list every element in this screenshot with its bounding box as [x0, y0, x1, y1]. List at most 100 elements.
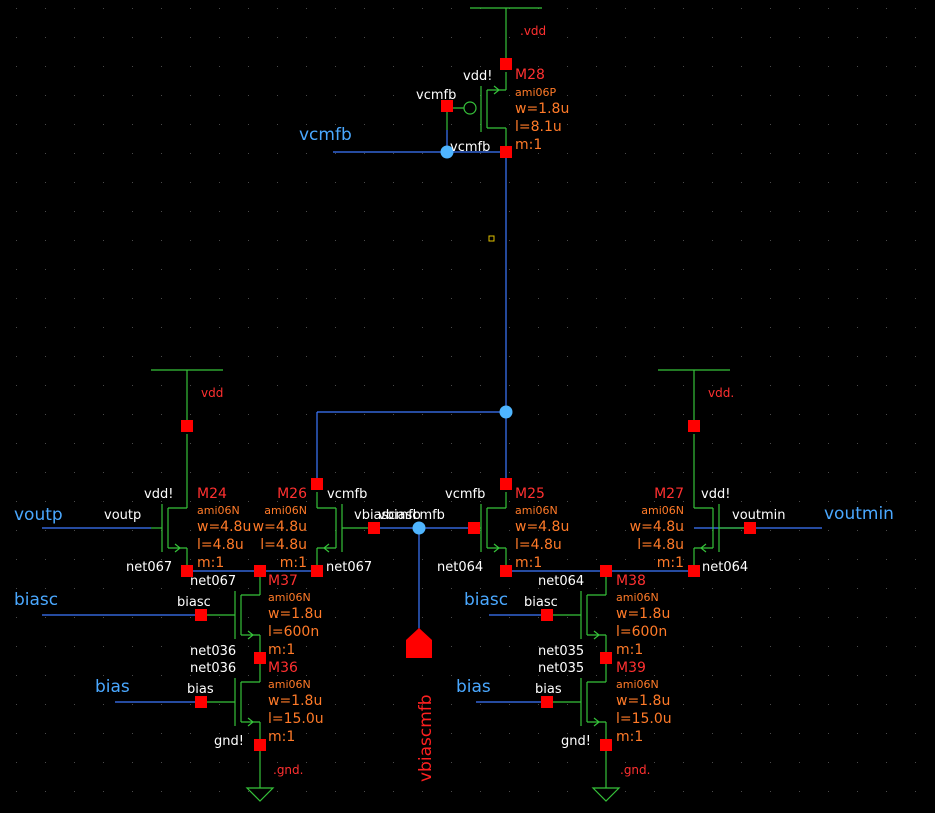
- gnd-label-left: .gnd.: [273, 763, 303, 777]
- svg-text:M26: M26: [277, 486, 307, 502]
- svg-text:m:1: m:1: [268, 642, 295, 658]
- svg-text:M38: M38: [616, 573, 646, 589]
- pin-label-vcmfb[interactable]: vcmfb: [299, 125, 352, 145]
- net-m24-g: voutp: [104, 508, 141, 523]
- vdd-symbol-right: [658, 369, 730, 426]
- pin-label-bias-left[interactable]: bias: [95, 677, 130, 697]
- terminal-m26-d: [311, 565, 323, 577]
- instance-label-m39: M39 ami06N w=1.8u l=15.0u m:1: [616, 660, 672, 745]
- svg-text:M37: M37: [268, 573, 298, 589]
- gnd-symbol-right: [591, 745, 621, 802]
- net-m25-d: net064: [437, 560, 483, 575]
- instance-label-m37: M37 ami06N w=1.8u l=600n m:1: [268, 573, 322, 658]
- transistor-m39[interactable]: [553, 664, 607, 739]
- instance-label-m26: M26 ami06N w=4.8u l=4.8u m:1: [253, 486, 307, 571]
- net-m36-g: bias: [187, 682, 214, 697]
- pin-label-bias-right[interactable]: bias: [456, 677, 491, 697]
- svg-text:ami06N: ami06N: [268, 591, 311, 604]
- svg-text:w=4.8u: w=4.8u: [253, 519, 307, 535]
- junction-tail: [499, 405, 513, 419]
- svg-text:w=4.8u: w=4.8u: [197, 519, 251, 535]
- vdd-symbol-left: [151, 369, 223, 426]
- terminal-m27-g: [744, 522, 756, 534]
- net-m39-s: gnd!: [561, 734, 591, 749]
- svg-text:M36: M36: [268, 660, 298, 676]
- origin-marker: [488, 235, 495, 242]
- transistor-m37[interactable]: [207, 577, 261, 652]
- pin-label-biasc-left[interactable]: biasc: [14, 590, 58, 610]
- instance-label-m25: M25 ami06N w=4.8u l=4.8u m:1: [515, 486, 569, 571]
- pin-label-voutmin[interactable]: voutmin: [824, 504, 894, 524]
- svg-text:l=15.0u: l=15.0u: [616, 711, 672, 727]
- transistor-m38[interactable]: [553, 577, 607, 652]
- net-m26-g: vbiascmfb: [354, 508, 421, 523]
- net-m26-d: net067: [326, 560, 372, 575]
- svg-text:l=4.8u: l=4.8u: [515, 537, 562, 553]
- terminal-m24-s: [181, 420, 193, 432]
- svg-text:m:1: m:1: [515, 137, 542, 153]
- net-m38-g: biasc: [524, 595, 558, 610]
- svg-text:l=15.0u: l=15.0u: [268, 711, 324, 727]
- terminal-m37-g: [195, 609, 207, 621]
- terminal-m28-d: [500, 146, 512, 158]
- terminal-m39-s: [600, 739, 612, 751]
- svg-text:ami06N: ami06N: [268, 678, 311, 691]
- net-m28-s: vdd!: [463, 69, 492, 84]
- svg-text:m:1: m:1: [657, 555, 684, 571]
- terminal-m39-g: [541, 696, 553, 708]
- net-m39-g: bias: [535, 682, 562, 697]
- svg-text:M27: M27: [654, 486, 684, 502]
- junction-vbiascmfb: [412, 521, 426, 535]
- svg-text:l=4.8u: l=4.8u: [637, 537, 684, 553]
- net-m24-d: net067: [126, 560, 172, 575]
- pin-label-biasc-right[interactable]: biasc: [464, 590, 508, 610]
- terminals: [181, 58, 756, 751]
- svg-text:l=4.8u: l=4.8u: [197, 537, 244, 553]
- net-m24-s: vdd!: [144, 487, 173, 502]
- terminal-m27-s: [688, 420, 700, 432]
- instance-label-m28: M28 ami06P w=1.8u l=8.1u m:1: [515, 67, 569, 153]
- vdd-symbol-top: [470, 7, 542, 64]
- svg-text:M28: M28: [515, 67, 545, 83]
- pin-label-vbiascmfb[interactable]: vbiascmfb: [416, 694, 436, 782]
- terminal-m28-g: [441, 100, 453, 112]
- instance-label-m36: M36 ami06N w=1.8u l=15.0u m:1: [268, 660, 324, 745]
- gnd-label-right: .gnd.: [620, 763, 650, 777]
- terminal-m36-d: [254, 652, 266, 664]
- terminal-m39-d: [600, 652, 612, 664]
- terminal-m36-s: [254, 739, 266, 751]
- svg-text:m:1: m:1: [197, 555, 224, 571]
- transistor-m28[interactable]: [446, 72, 507, 150]
- terminal-m36-g: [195, 696, 207, 708]
- svg-text:l=8.1u: l=8.1u: [515, 119, 562, 135]
- transistor-m26[interactable]: [316, 492, 374, 565]
- transistor-m24[interactable]: [151, 434, 188, 565]
- net-m27-d: net064: [702, 560, 748, 575]
- svg-text:M25: M25: [515, 486, 545, 502]
- terminal-m37-d: [254, 565, 266, 577]
- svg-text:w=4.8u: w=4.8u: [515, 519, 569, 535]
- vdd-label-left: vdd: [201, 386, 223, 400]
- instance-label-m27: M27 ami06N w=4.8u l=4.8u m:1: [630, 486, 684, 571]
- svg-text:M39: M39: [616, 660, 646, 676]
- transistor-m25[interactable]: [474, 492, 507, 565]
- svg-text:m:1: m:1: [515, 555, 542, 571]
- svg-text:M24: M24: [197, 486, 227, 502]
- vdd-label-top: .vdd: [520, 24, 546, 38]
- svg-text:m:1: m:1: [616, 642, 643, 658]
- svg-text:ami06N: ami06N: [616, 591, 659, 604]
- terminal-m38-g: [541, 609, 553, 621]
- terminal-m24-d: [181, 565, 193, 577]
- terminal-m25-g: [468, 522, 480, 534]
- pin-vbiascmfb-icon[interactable]: [406, 628, 432, 658]
- pin-label-voutp[interactable]: voutp: [14, 505, 63, 525]
- transistor-m36[interactable]: [207, 664, 261, 739]
- net-m37-d: net067: [190, 574, 236, 589]
- svg-text:ami06N: ami06N: [616, 678, 659, 691]
- net-m38-s: net035: [538, 644, 584, 659]
- terminal-m26-s: [311, 478, 323, 490]
- net-m36-d: net036: [190, 661, 236, 676]
- net-labels: vdd! vcmfb vcmfb vdd! voutp net067 vcmfb…: [104, 69, 786, 749]
- terminal-m25-d: [500, 565, 512, 577]
